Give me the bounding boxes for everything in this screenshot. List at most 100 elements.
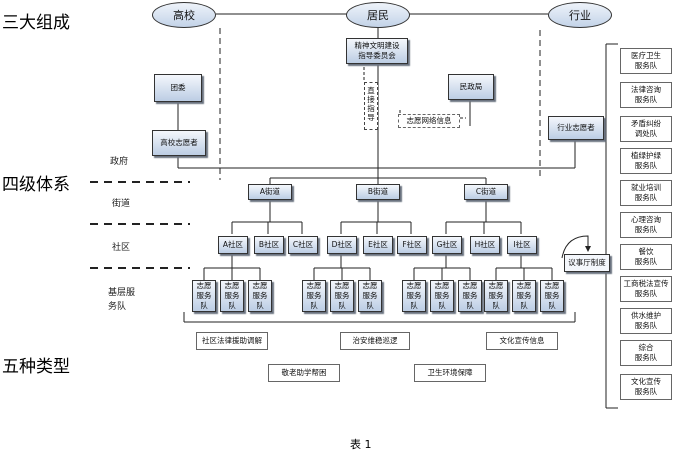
service-team-label: 志愿 服务 队 xyxy=(434,281,450,310)
type-label: 卫生环境保障 xyxy=(427,368,473,377)
type-culture-info: 文化宣传信息 xyxy=(486,332,558,350)
type-label: 文化宣传信息 xyxy=(499,336,545,345)
community-label: I社区 xyxy=(513,240,531,249)
community-label: C社区 xyxy=(292,240,314,249)
service-team-label: 志愿 服务 队 xyxy=(306,281,322,310)
street-a: A街道 xyxy=(248,184,292,200)
box-civil-affairs: 民政局 xyxy=(448,74,494,100)
box-label: 高校志愿者 xyxy=(160,138,198,147)
industry-team-label: 矛盾纠纷 调处队 xyxy=(631,119,661,138)
service-team: 志愿 服务 队 xyxy=(192,280,216,312)
service-team: 志愿 服务 队 xyxy=(458,280,482,312)
industry-team-label: 就业培训 服务队 xyxy=(631,183,661,202)
type-label: 敬老助学帮困 xyxy=(281,368,327,377)
box-consultation: 议事厅制度 xyxy=(564,254,610,272)
community-label: F社区 xyxy=(402,240,422,249)
service-team-label: 志愿 服务 队 xyxy=(224,281,240,310)
type-label: 社区法律援助调解 xyxy=(202,336,262,345)
service-team-label: 志愿 服务 队 xyxy=(406,281,422,310)
industry-team-general: 综合 服务队 xyxy=(620,340,672,366)
street-b: B街道 xyxy=(356,184,400,200)
industry-team-label: 医疗卫生 服务队 xyxy=(631,51,661,70)
community-label: G社区 xyxy=(436,240,458,249)
box-volunteer-info: 志愿网络信息 xyxy=(398,114,460,128)
component-label: 高校 xyxy=(173,9,195,22)
box-youth-league: 团委 xyxy=(154,74,202,102)
service-team-label: 志愿 服务 队 xyxy=(334,281,350,310)
community-i: I社区 xyxy=(507,236,537,254)
community-label: E社区 xyxy=(368,240,388,249)
industry-team-greening: 植绿护绿 服务队 xyxy=(620,148,672,174)
industry-team-psychology: 心理咨询 服务队 xyxy=(620,212,672,238)
box-spiritual-committee: 精神文明建设 指导委员会 xyxy=(346,38,408,64)
section-three-parts: 三大组成 xyxy=(2,13,70,33)
street-label: A街道 xyxy=(259,187,281,196)
level-community: 社区 xyxy=(112,243,131,253)
community-f: F社区 xyxy=(397,236,427,254)
figure-caption: 表 1 xyxy=(350,438,372,451)
service-team-label: 志愿 服务 队 xyxy=(362,281,378,310)
service-team: 志愿 服务 队 xyxy=(330,280,354,312)
industry-team-dispute: 矛盾纠纷 调处队 xyxy=(620,116,672,142)
service-team-label: 志愿 服务 队 xyxy=(462,281,478,310)
component-label: 行业 xyxy=(569,9,591,22)
type-label: 治安维稳巡逻 xyxy=(352,336,398,345)
box-industry-volunteers: 行业志愿者 xyxy=(548,116,604,140)
box-direct-guidance: 直 接 指 导 xyxy=(364,82,378,130)
service-team-label: 志愿 服务 队 xyxy=(544,281,560,310)
street-label: C街道 xyxy=(475,187,497,196)
community-label: B社区 xyxy=(258,240,280,249)
service-team: 志愿 服务 队 xyxy=(248,280,272,312)
community-a: A社区 xyxy=(218,236,248,254)
community-h: H社区 xyxy=(470,236,500,254)
industry-team-label: 餐饮 服务队 xyxy=(634,247,658,266)
service-team: 志愿 服务 队 xyxy=(512,280,536,312)
industry-team-culture: 文化宣传 服务队 xyxy=(620,374,672,400)
industry-team-employment: 就业培训 服务队 xyxy=(620,180,672,206)
street-c: C街道 xyxy=(464,184,508,200)
industry-team-label: 文化宣传 服务队 xyxy=(631,377,661,396)
service-team: 志愿 服务 队 xyxy=(302,280,326,312)
industry-team-medical: 医疗卫生 服务队 xyxy=(620,48,672,74)
level-grassroots: 基层服 务队 xyxy=(108,288,136,312)
box-label: 行业志愿者 xyxy=(557,123,595,132)
service-team: 志愿 服务 队 xyxy=(220,280,244,312)
service-team-label: 志愿 服务 队 xyxy=(488,281,504,310)
industry-team-catering: 餐饮 服务队 xyxy=(620,244,672,270)
service-team: 志愿 服务 队 xyxy=(540,280,564,312)
type-health-environment: 卫生环境保障 xyxy=(414,364,486,382)
industry-team-label: 心理咨询 服务队 xyxy=(631,215,661,234)
component-industry: 行业 xyxy=(548,2,612,28)
industry-team-legal: 法律咨询 服务队 xyxy=(620,82,672,108)
service-team-label: 志愿 服务 队 xyxy=(252,281,268,310)
community-label: H社区 xyxy=(474,240,496,249)
industry-team-label: 植绿护绿 服务队 xyxy=(631,151,661,170)
box-university-volunteers: 高校志愿者 xyxy=(152,130,206,156)
service-team: 志愿 服务 队 xyxy=(484,280,508,312)
industry-team-label: 供水维护 服务队 xyxy=(631,311,661,330)
component-university: 高校 xyxy=(152,2,216,28)
street-label: B街道 xyxy=(367,187,389,196)
box-label: 志愿网络信息 xyxy=(406,116,452,125)
level-street: 街道 xyxy=(112,199,131,209)
community-label: A社区 xyxy=(222,240,244,249)
component-resident: 居民 xyxy=(346,2,410,28)
industry-team-water: 供水维护 服务队 xyxy=(620,308,672,334)
section-four-levels: 四级体系 xyxy=(2,175,70,195)
box-label: 团委 xyxy=(170,83,186,92)
section-five-types: 五种类型 xyxy=(2,357,70,377)
service-team-label: 志愿 服务 队 xyxy=(196,281,212,310)
service-team: 志愿 服务 队 xyxy=(358,280,382,312)
service-team: 志愿 服务 队 xyxy=(430,280,454,312)
component-label: 居民 xyxy=(367,9,389,22)
community-label: D社区 xyxy=(331,240,353,249)
type-elderly-student-aid: 敬老助学帮困 xyxy=(268,364,340,382)
community-e: E社区 xyxy=(363,236,393,254)
type-security-patrol: 治安维稳巡逻 xyxy=(340,332,410,350)
community-c: C社区 xyxy=(288,236,318,254)
industry-team-label: 综合 服务队 xyxy=(634,343,658,362)
community-b: B社区 xyxy=(254,236,284,254)
industry-team-label: 法律咨询 服务队 xyxy=(631,85,661,104)
service-team: 志愿 服务 队 xyxy=(402,280,426,312)
